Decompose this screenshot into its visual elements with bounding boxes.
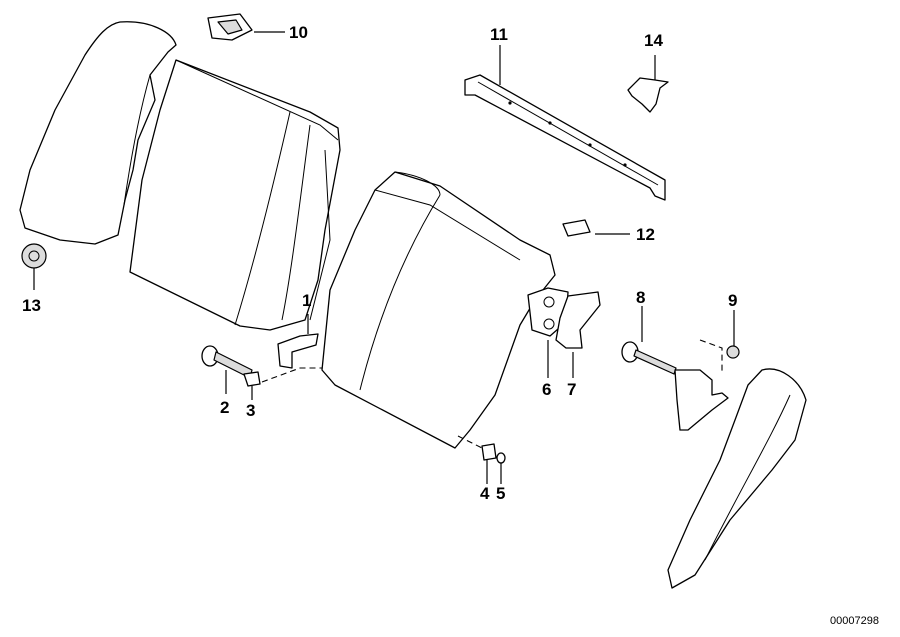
part-3-sleeve[interactable] [243, 371, 261, 387]
part-9-nut[interactable] [726, 345, 740, 359]
part-11-rail[interactable] [464, 74, 666, 201]
part-5-ring[interactable] [496, 452, 506, 464]
left-backrest[interactable] [129, 59, 341, 331]
callout-6: 6 [542, 380, 551, 399]
part-14-clip[interactable] [627, 77, 669, 113]
center-backrest[interactable] [321, 171, 556, 449]
part-13-cap[interactable] [21, 243, 47, 269]
callout-12: 12 [636, 225, 655, 244]
callout-8: 8 [636, 288, 645, 307]
callout-5: 5 [496, 484, 505, 503]
callout-4: 4 [480, 484, 490, 503]
callout-11: 11 [490, 25, 508, 44]
leader-lines [33, 31, 735, 484]
callout-7: 7 [567, 380, 576, 399]
callout-9: 9 [728, 291, 737, 310]
left-side-bolster[interactable] [19, 21, 177, 245]
latch-bracket[interactable] [674, 339, 729, 431]
part-4-sleeve[interactable] [481, 443, 497, 461]
callout-1: 1 [302, 291, 311, 310]
right-side-bolster[interactable] [667, 368, 807, 589]
callout-2: 2 [220, 398, 229, 417]
part-8-pin[interactable] [621, 341, 677, 375]
part-7-cover[interactable] [555, 291, 601, 349]
assembly-line-2-3 [261, 367, 322, 383]
callout-10: 10 [289, 23, 308, 42]
assembly-line-4 [457, 435, 483, 449]
rail-holes [508, 101, 627, 167]
callout-3: 3 [246, 401, 255, 420]
callout-14: 14 [644, 31, 663, 50]
callout-13: 13 [22, 296, 41, 315]
drawing-number: 00007298 [830, 615, 879, 627]
part-6-hinge[interactable] [527, 287, 569, 337]
part-2-bolt[interactable] [201, 345, 253, 379]
part-12-plate[interactable] [562, 219, 591, 237]
part-10-cover[interactable] [207, 13, 253, 41]
part-1-bracket[interactable] [277, 333, 319, 369]
